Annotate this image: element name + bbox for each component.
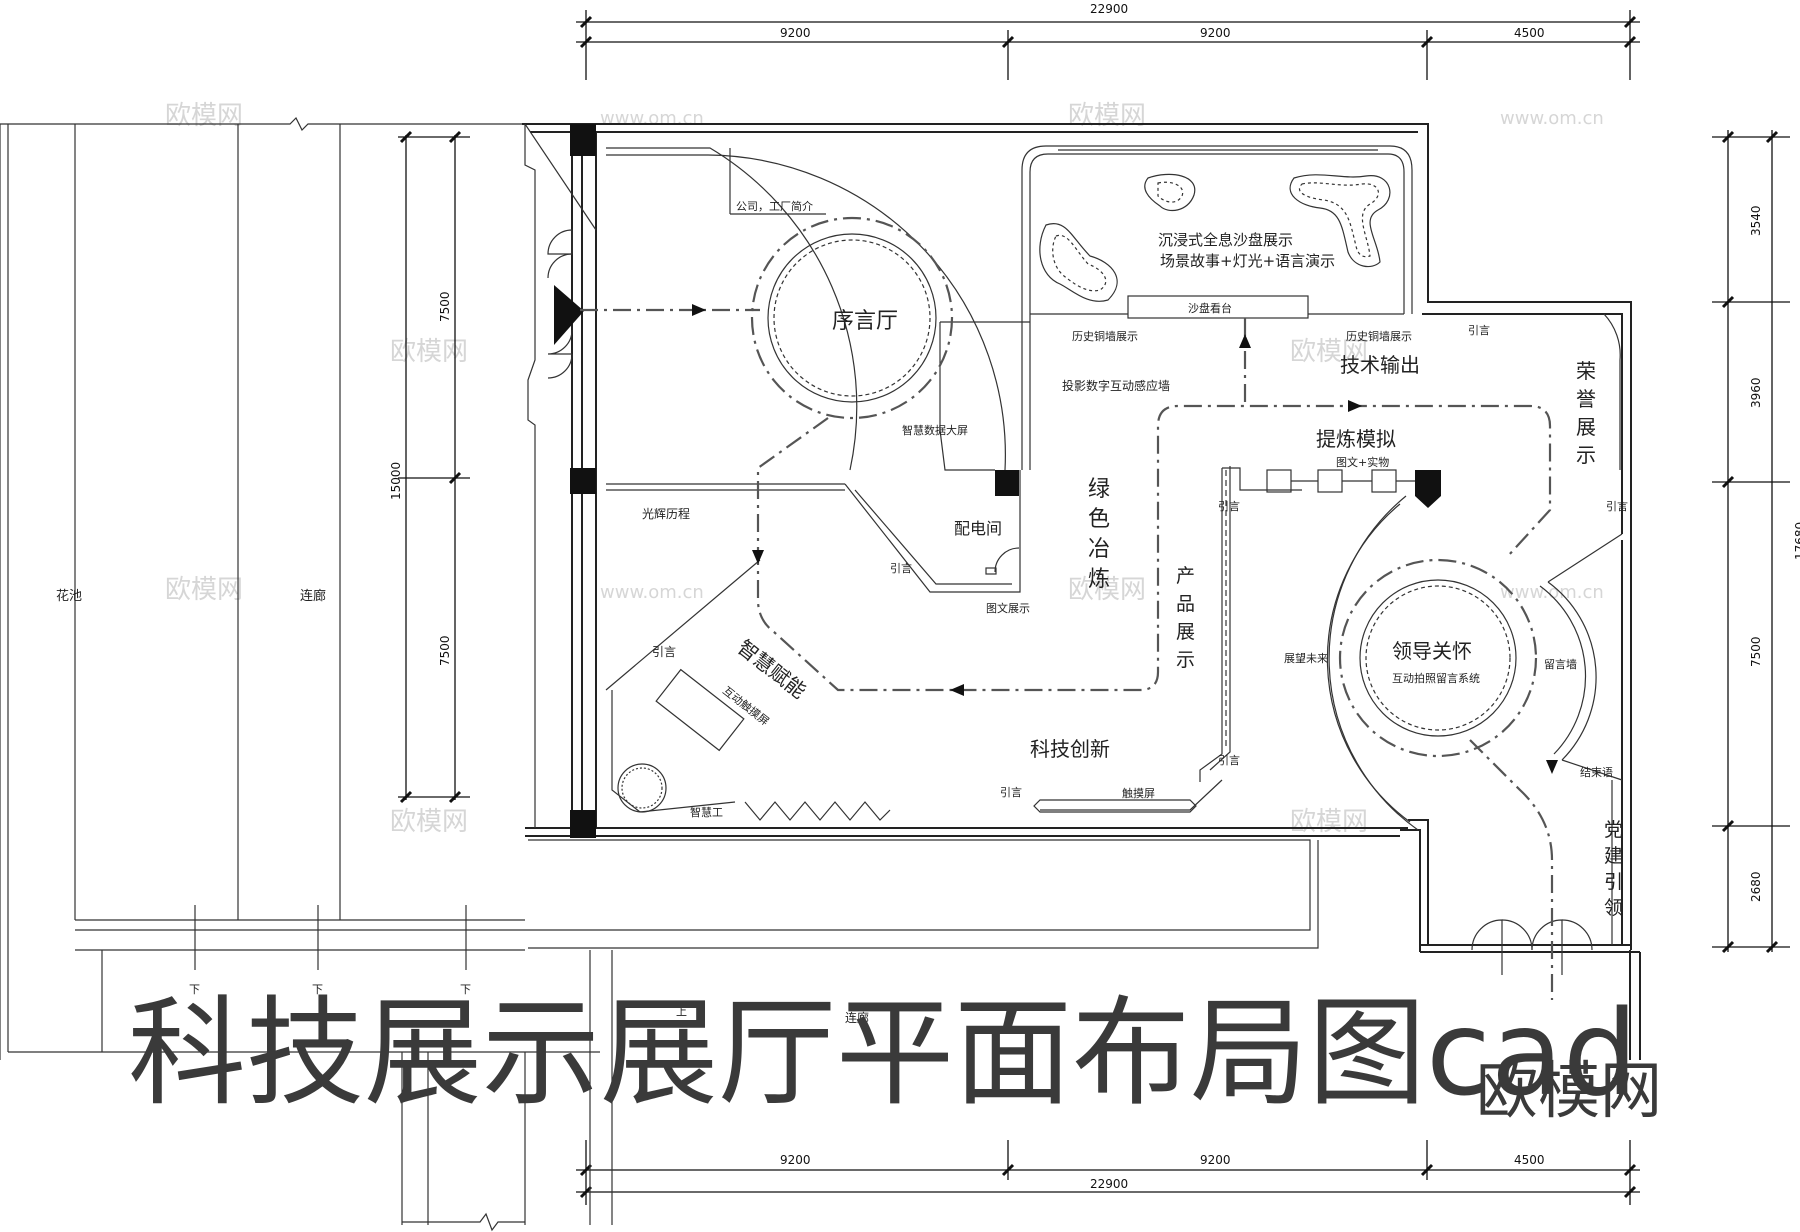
dim-left-seg-2: 7500 — [438, 635, 452, 666]
label-smart-empower: 智慧赋能 — [733, 635, 811, 703]
watermark-brand: 欧模网 — [165, 101, 243, 131]
label-pool: 花池 — [56, 588, 82, 604]
label-honor-char: 展 — [1576, 415, 1596, 439]
label-green-smelting-char: 色 — [1088, 507, 1110, 532]
label-product-char: 产 — [1176, 565, 1195, 587]
left-dimensions: 15000 7500 7500 — [389, 130, 470, 804]
dim-right-seg-3: 7500 — [1749, 636, 1763, 667]
label-honor-char: 荣 — [1576, 359, 1596, 383]
label-stairs-down: 下 — [189, 983, 200, 996]
label-intro: 引言 — [652, 645, 676, 659]
label-intro: 引言 — [1218, 499, 1240, 513]
dim-right-total: 17680 — [1793, 522, 1800, 560]
label-intro: 引言 — [890, 561, 912, 575]
building-walls — [522, 123, 1641, 1060]
dim-top-total: 22900 — [1090, 2, 1128, 16]
label-tech-innovation: 科技创新 — [1030, 737, 1110, 761]
dim-top-seg-2: 9200 — [1200, 26, 1231, 40]
watermark-brand: 欧模网 — [165, 575, 243, 605]
label-party-char: 建 — [1604, 845, 1623, 867]
label-prelude-hall: 序言厅 — [832, 309, 898, 334]
labels: 序言厅 公司，工厂简介 智慧数据大屏 沉浸式全息沙盘展示 场景故事+灯光+语言演… — [642, 199, 1628, 919]
interior-partitions — [605, 145, 1623, 945]
bottom-dimensions: 9200 9200 4500 22900 — [576, 1140, 1640, 1205]
dim-top-seg-1: 9200 — [780, 26, 811, 40]
label-photo-message: 互动拍照留言系统 — [1392, 671, 1480, 685]
watermark-site: www.om.cn — [600, 108, 704, 129]
label-stairs-up: 上 — [676, 1005, 687, 1018]
label-message-wall: 留言墙 — [1544, 657, 1577, 671]
watermark-brand: 欧模网 — [1290, 337, 1368, 367]
label-touch-screen: 触摸屏 — [1122, 786, 1155, 800]
label-party-char: 党 — [1604, 819, 1623, 841]
dim-bottom-seg-3: 4500 — [1514, 1153, 1545, 1167]
watermark-brand: 欧模网 — [1068, 101, 1146, 131]
label-product-char: 展 — [1176, 621, 1195, 643]
label-smart-screen: 智慧数据大屏 — [902, 423, 968, 437]
watermark-site: www.om.cn — [600, 582, 704, 603]
label-graphic-object: 图文+实物 — [1336, 455, 1389, 469]
label-party-char: 领 — [1604, 897, 1623, 919]
label-glory-history: 光辉历程 — [642, 506, 690, 521]
label-intro: 引言 — [1000, 785, 1022, 799]
label-sandtable-sub: 场景故事+灯光+语言演示 — [1160, 252, 1335, 270]
dim-left-seg-1: 7500 — [438, 291, 452, 322]
label-projection-wall: 投影数字互动感应墙 — [1062, 378, 1170, 393]
label-intro: 引言 — [1468, 323, 1490, 337]
label-party-char: 引 — [1604, 871, 1623, 893]
label-stairs-down: 下 — [312, 983, 323, 996]
label-intro: 引言 — [1218, 753, 1240, 767]
label-honor-char: 示 — [1576, 443, 1596, 467]
label-sandtable-stand: 沙盘看台 — [1188, 301, 1232, 315]
label-intro: 引言 — [1606, 499, 1628, 513]
watermark-layer: 欧模网 www.om.cn 欧模网 www.om.cn 欧模网 欧模网 欧模网 … — [165, 101, 1604, 837]
watermark-site: www.om.cn — [1500, 582, 1604, 603]
label-product-char: 品 — [1176, 593, 1195, 615]
label-green-smelting-char: 炼 — [1088, 567, 1110, 592]
label-future-outlook: 展望未来 — [1284, 652, 1328, 665]
right-dimensions: 3540 3960 7500 2680 17680 — [1712, 130, 1800, 954]
dim-bottom-seg-1: 9200 — [780, 1153, 811, 1167]
label-company-intro: 公司，工厂简介 — [736, 199, 813, 213]
label-product-char: 示 — [1176, 649, 1195, 671]
label-closing: 结束语 — [1580, 766, 1613, 779]
drawing-title: 科技展示展厅平面布局图cad — [128, 984, 1638, 1122]
dim-right-seg-4: 2680 — [1749, 871, 1763, 902]
label-stairs-down: 下 — [460, 983, 471, 996]
label-history-wall: 历史铜墙展示 — [1072, 329, 1138, 343]
label-leader-care: 领导关怀 — [1392, 639, 1472, 663]
brand-logo-text: 欧模网 — [1476, 1054, 1662, 1127]
label-corridor: 连廊 — [300, 588, 326, 604]
outdoor-area: 花池 连廊 下 下 下 连廊 上 — [0, 116, 1319, 1232]
label-distribution-room: 配电间 — [954, 519, 1002, 538]
top-dimensions: 22900 9200 9200 4500 — [576, 2, 1640, 80]
dim-bottom-seg-2: 9200 — [1200, 1153, 1231, 1167]
watermark-brand: 欧模网 — [390, 337, 468, 367]
dim-right-seg-1: 3540 — [1749, 205, 1763, 236]
label-green-smelting-char: 冶 — [1088, 537, 1110, 562]
label-graphic-display: 图文展示 — [986, 601, 1030, 615]
label-smart-worker: 智慧工 — [690, 805, 723, 819]
visitor-route — [580, 304, 1558, 1000]
watermark-brand: 欧模网 — [1068, 575, 1146, 605]
watermark-brand: 欧模网 — [390, 807, 468, 837]
label-history-wall: 历史铜墙展示 — [1346, 329, 1412, 343]
watermark-site: www.om.cn — [1500, 108, 1604, 129]
label-sandtable-title: 沉浸式全息沙盘展示 — [1158, 231, 1293, 249]
label-green-smelting-char: 绿 — [1088, 477, 1110, 502]
label-refine-sim: 提炼模拟 — [1316, 427, 1396, 451]
label-honor-char: 誉 — [1576, 387, 1596, 411]
dim-bottom-total: 22900 — [1090, 1177, 1128, 1191]
watermark-brand: 欧模网 — [1290, 807, 1368, 837]
label-tech-output: 技术输出 — [1340, 353, 1420, 377]
circular-rooms — [750, 216, 1538, 758]
dim-left-total: 15000 — [389, 462, 403, 500]
label-corridor-bottom: 连廊 — [845, 1010, 869, 1025]
dim-right-seg-2: 3960 — [1749, 377, 1763, 408]
dim-top-seg-3: 4500 — [1514, 26, 1545, 40]
